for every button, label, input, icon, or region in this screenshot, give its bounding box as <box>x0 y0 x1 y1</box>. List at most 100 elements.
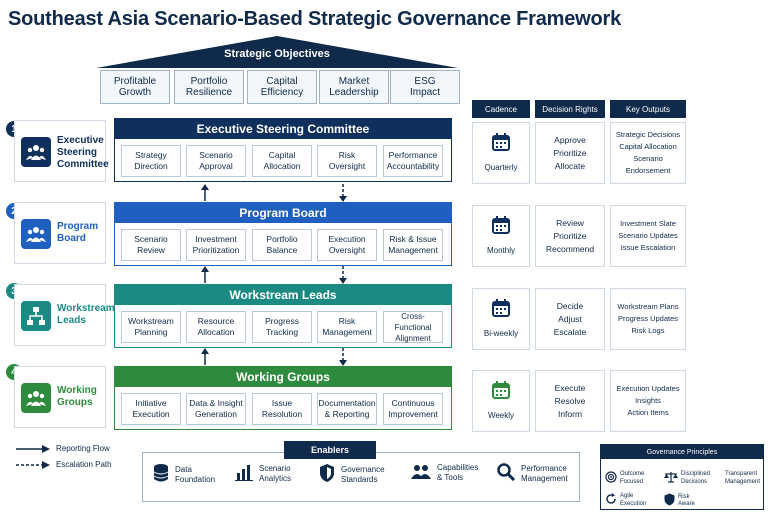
principle-disciplined-decisions: Disciplined Decisions <box>664 471 710 487</box>
decision-rights-box: Review Prioritize Recommend <box>535 205 605 267</box>
enabler-scenario-analytics: Scenario Analytics <box>235 463 291 484</box>
target-icon <box>605 471 617 487</box>
scales-icon <box>664 471 678 487</box>
level-card-workstream-leads: Workstream Leads <box>14 284 115 346</box>
objective-box: ESG Impact <box>390 70 460 104</box>
level-card-program-board: Program Board <box>14 202 106 264</box>
legend-label: Escalation Path <box>56 460 112 469</box>
enabler-label: Performance Management <box>521 463 568 483</box>
band-executive-steering-committee: Executive Steering Committee Strategy Di… <box>114 118 452 182</box>
dashed-arrow-icon <box>16 460 50 469</box>
responsibility-cell: Documentation & Reporting <box>317 393 377 425</box>
level-name: Working Groups <box>57 385 97 408</box>
enabler-label: Capabilities & Tools <box>437 463 479 482</box>
key-outputs-box: Investment Slate Scenario Updates Issue … <box>610 205 686 267</box>
strategic-objectives-roof <box>96 36 458 68</box>
principle-label: Agile Execution <box>620 493 647 507</box>
decision-rights-value: Approve Prioritize Allocate <box>553 134 587 171</box>
cadence-box: Quarterly <box>472 122 530 184</box>
level-card-working-groups: Working Groups <box>14 366 106 428</box>
calendar-icon <box>492 215 510 239</box>
principles-title: Governance Principles <box>601 445 763 459</box>
responsibility-cell: Strategy Direction <box>121 145 181 177</box>
responsibility-cell: Resource Allocation <box>186 311 246 343</box>
enabler-governance-standards: Governance Standards <box>319 463 385 486</box>
legend-escalation-path: Escalation Path <box>16 460 112 469</box>
responsibility-cell: Execution Oversight <box>317 229 377 261</box>
legend-reporting-flow: Reporting Flow <box>16 444 110 453</box>
key-outputs-value: Execution Updates Insights Action Items <box>616 384 680 417</box>
principle-label: Risk Aware <box>678 493 695 508</box>
enabler-data-foundation: Data Foundation <box>153 463 215 486</box>
responsibility-cell: Progress Tracking <box>252 311 312 343</box>
shield-icon <box>664 493 675 510</box>
key-outputs-box: Execution Updates Insights Action Items <box>610 370 686 432</box>
objective-box: Profitable Growth <box>100 70 170 104</box>
responsibility-cell: Scenario Approval <box>186 145 246 177</box>
level-card-executive-steering-committee: Executive Steering Committee <box>14 120 109 182</box>
band-title: Workstream Leads <box>115 285 451 305</box>
enabler-label: Governance Standards <box>341 464 385 484</box>
cadence-box: Bi-weekly <box>472 288 530 350</box>
cadence-box: Weekly <box>472 370 530 432</box>
cycle-icon <box>605 493 617 509</box>
reporting-flow-arrow <box>201 348 209 365</box>
database-icon <box>153 463 169 486</box>
principle-transparent-management: Transparent Management <box>725 471 760 486</box>
level-name: Executive Steering Committee <box>57 135 109 170</box>
responsibility-cell: Data & Insight Generation <box>186 393 246 425</box>
bar-chart-icon <box>235 463 253 484</box>
key-outputs-value: Investment Slate Scenario Updates Issue … <box>618 219 678 252</box>
band-title: Working Groups <box>115 367 451 387</box>
principle-label: Outcome Focused <box>620 471 645 485</box>
escalation-path-arrow <box>339 348 347 366</box>
objective-box: Portfolio Resilience <box>174 70 244 104</box>
responsibility-cell: Capital Allocation <box>252 145 312 177</box>
responsibility-cell: Investment Prioritization <box>186 229 246 261</box>
solid-arrow-icon <box>16 444 50 453</box>
cadence-value: Monthly <box>486 245 515 255</box>
responsibility-cell: Portfolio Balance <box>252 229 312 261</box>
escalation-path-arrow <box>339 266 347 284</box>
magnifier-icon <box>497 463 516 484</box>
enabler-label: Data Foundation <box>175 464 216 484</box>
responsibility-cell: Issue Resolution <box>252 393 312 425</box>
people-group-icon <box>21 383 51 413</box>
cadence-box: Monthly <box>472 205 530 267</box>
responsibility-cell: Continuous Improvement <box>383 393 443 425</box>
responsibility-cell: Scenario Review <box>121 229 181 261</box>
cadence-value: Weekly <box>487 410 515 420</box>
strategic-objectives-label: Strategic Objectives <box>224 48 330 60</box>
band-title: Executive Steering Committee <box>115 119 451 139</box>
key-outputs-value: Workstream Plans Progress Updates Risk L… <box>617 302 679 335</box>
decision-rights-value: Decide Adjust Escalate <box>553 300 587 337</box>
key-outputs-box: Workstream Plans Progress Updates Risk L… <box>610 288 686 350</box>
shield-icon <box>319 463 335 486</box>
decision-rights-box: Decide Adjust Escalate <box>535 288 605 350</box>
principle-outcome-focused: Outcome Focused <box>605 471 644 487</box>
decision-rights-value: Execute Resolve Inform <box>554 382 586 419</box>
principle-risk-aware: Risk Aware <box>664 493 695 510</box>
people-group-icon <box>21 219 51 249</box>
responsibility-cell: Risk Management <box>317 311 377 343</box>
column-header-key-outputs: Key Outputs <box>610 100 686 118</box>
decision-rights-value: Review Prioritize Recommend <box>545 217 595 254</box>
legend-label: Reporting Flow <box>56 444 110 453</box>
cadence-value: Quarterly <box>484 162 518 172</box>
calendar-icon <box>492 298 510 322</box>
people-group-icon <box>21 137 51 167</box>
responsibility-cell: Performance Accountability <box>383 145 443 177</box>
level-name: Workstream Leads <box>57 303 115 326</box>
calendar-icon <box>492 132 510 156</box>
responsibility-cell: Risk & Issue Management <box>383 229 443 261</box>
enabler-label: Scenario Analytics <box>259 463 292 483</box>
reporting-flow-arrow <box>201 266 209 283</box>
page-title: Southeast Asia Scenario-Based Strategic … <box>8 8 622 30</box>
principle-agile-execution: Agile Execution <box>605 493 646 509</box>
band-working-groups: Working Groups Initiative Execution Data… <box>114 366 452 430</box>
escalation-path-arrow <box>339 184 347 202</box>
org-chart-icon <box>21 301 51 331</box>
calendar-icon <box>492 380 510 404</box>
decision-rights-box: Execute Resolve Inform <box>535 370 605 432</box>
column-header-cadence: Cadence <box>472 100 530 118</box>
